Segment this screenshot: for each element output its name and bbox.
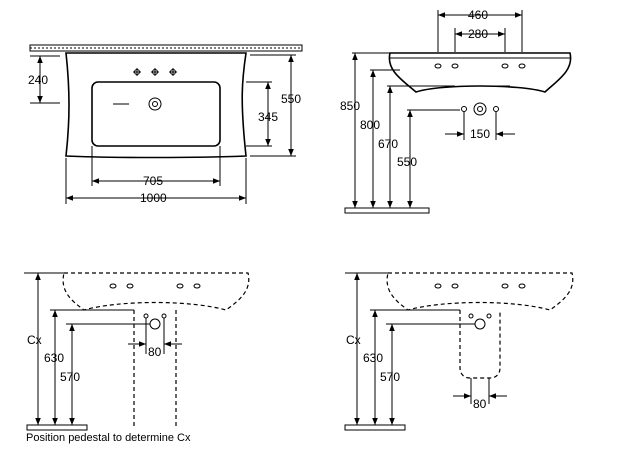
dim-630-a: 630 <box>44 351 64 365</box>
drain-fitting-icon <box>473 102 487 116</box>
dim-800: 800 <box>360 118 380 132</box>
semi-pedestal <box>459 310 501 379</box>
top-view: 240 550 345 705 1000 <box>28 44 303 205</box>
tap-holes-dashed-b <box>434 283 526 289</box>
dim-240: 240 <box>28 73 48 87</box>
tap-holes <box>133 68 177 76</box>
dim-570-a: 570 <box>60 370 80 384</box>
tap-holes-dashed <box>109 283 201 289</box>
trap-icon <box>149 318 161 330</box>
dim-550-side: 550 <box>397 155 417 169</box>
front-pedestal-view: 80 Cx 630 570 <box>24 272 250 431</box>
floor-hatch-a <box>26 424 88 431</box>
drain-icon <box>148 97 162 111</box>
dim-1000: 1000 <box>140 191 167 205</box>
pedestal <box>133 310 177 428</box>
trap-icon-b <box>474 318 486 330</box>
dim-670: 670 <box>378 137 398 151</box>
side-view: 460 280 150 850 800 <box>340 8 572 214</box>
basin-dashed-outline-b <box>386 272 574 311</box>
dim-570-b: 570 <box>380 370 400 384</box>
caption: Position pedestal to determine Cx <box>26 432 191 444</box>
floor-hatch-b <box>344 424 406 431</box>
basin-dashed-outline <box>62 272 250 311</box>
dim-cx-a: Cx <box>27 333 42 347</box>
dim-80-b: 80 <box>473 397 487 411</box>
dim-705: 705 <box>143 174 163 188</box>
floor-hatch <box>344 207 430 214</box>
dim-630-b: 630 <box>363 351 383 365</box>
dim-345: 345 <box>258 110 278 124</box>
dim-cx-b: Cx <box>346 333 361 347</box>
basin-outline <box>65 52 247 159</box>
dim-80-a: 80 <box>148 345 162 359</box>
tap-holes-front <box>434 63 526 69</box>
basin-front-outline <box>388 52 572 93</box>
dim-550-top: 550 <box>281 92 301 106</box>
basin-bowl <box>91 81 221 147</box>
dim-150: 150 <box>470 127 490 141</box>
dim-280: 280 <box>468 27 488 41</box>
dim-850: 850 <box>340 99 360 113</box>
dim-460: 460 <box>468 8 488 22</box>
front-semi-pedestal-view: 80 Cx 630 570 <box>344 272 574 431</box>
